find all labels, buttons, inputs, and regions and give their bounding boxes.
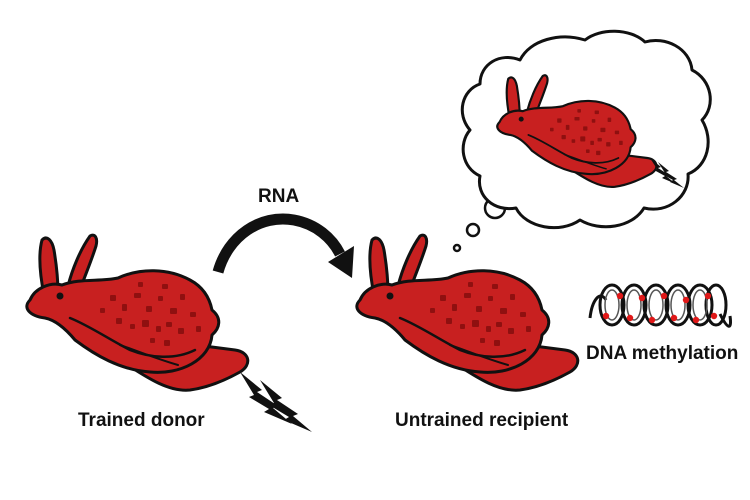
rna-label: RNA: [258, 186, 300, 207]
untrained-recipient-label: Untrained recipient: [395, 410, 569, 431]
dna-methylation-illustration: [588, 283, 732, 328]
donor-shock-icon: [240, 372, 312, 432]
dna-methylation-label: DNA methylation: [586, 343, 739, 364]
donor-slug-illustration: [25, 233, 250, 392]
trained-donor-label: Trained donor: [78, 410, 205, 431]
recipient-slug-illustration: [355, 233, 580, 392]
remembered-shock-icon: [650, 158, 684, 188]
rna-transfer-arrow: [212, 213, 354, 278]
